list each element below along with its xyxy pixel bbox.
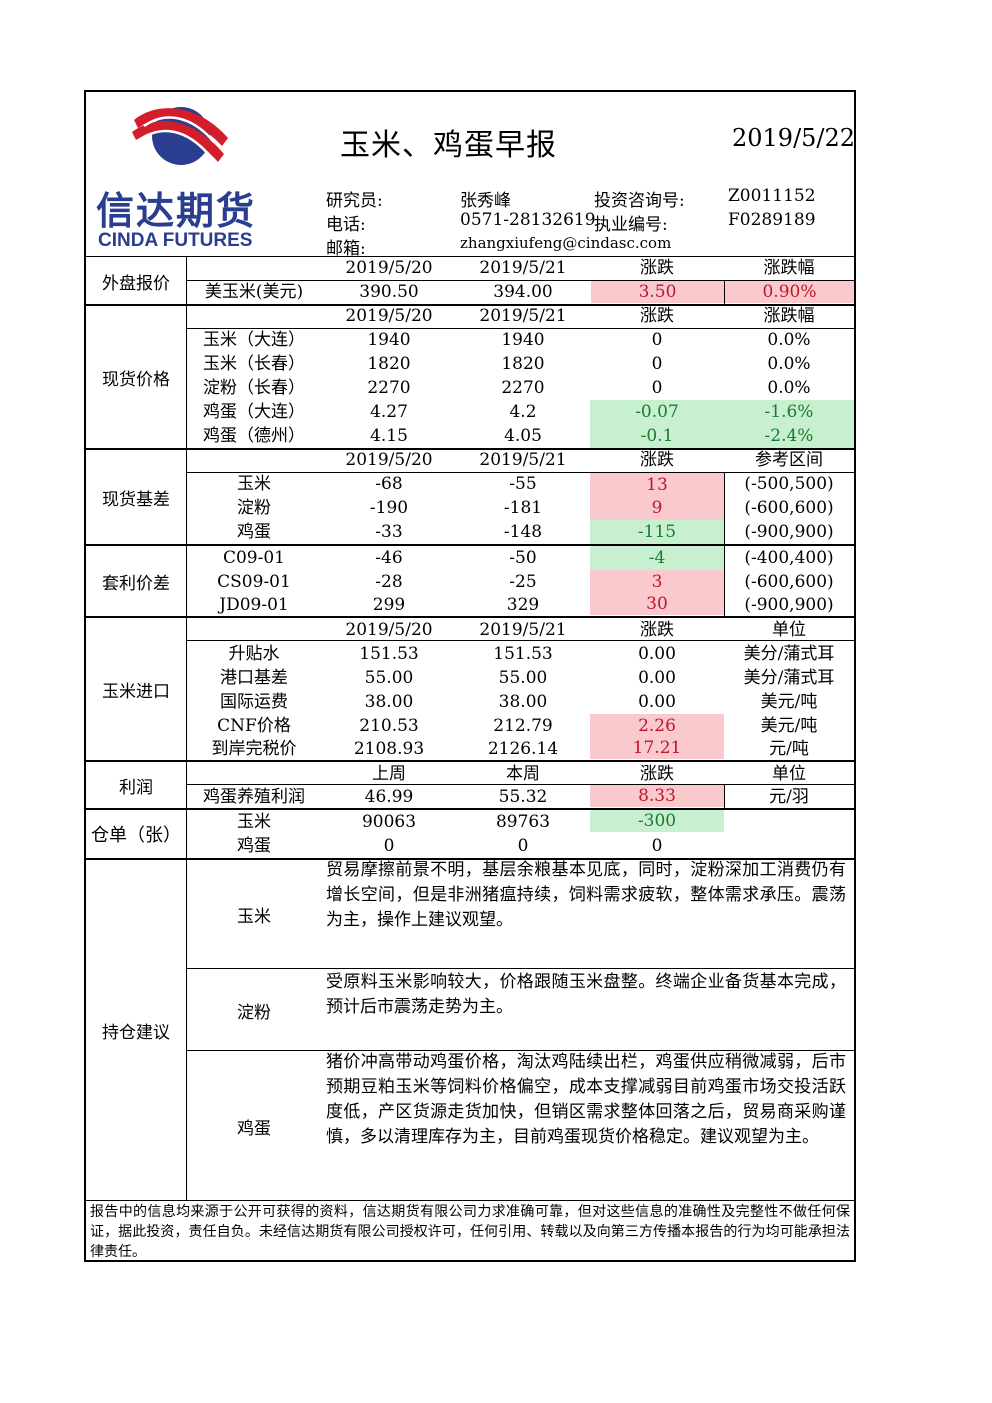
section-label-profit: 利润 bbox=[119, 777, 153, 798]
report-date: 2019/5/22 bbox=[732, 124, 856, 152]
report-title: 玉米、鸡蛋早报 bbox=[340, 128, 557, 163]
phone-number: 0571-28132619 bbox=[460, 210, 596, 230]
report-sheet: 信达期货 CINDA FUTURES 玉米、鸡蛋早报 2019/5/22 研究员… bbox=[84, 90, 856, 1262]
consult-number: Z0011152 bbox=[728, 186, 816, 206]
section-label-external: 外盘报价 bbox=[102, 273, 170, 294]
section-label-spot: 现货价格 bbox=[102, 369, 170, 390]
license-number: F0289189 bbox=[728, 210, 816, 230]
section-label-import: 玉米进口 bbox=[102, 681, 170, 702]
researcher-label: 研究员: bbox=[326, 191, 383, 211]
advice-name-corn: 玉米 bbox=[237, 906, 271, 927]
researcher-name: 张秀峰 bbox=[460, 191, 511, 211]
cinda-logo bbox=[126, 98, 236, 168]
section-label-basis: 现货基差 bbox=[102, 489, 170, 510]
logo-english-name: CINDA FUTURES bbox=[98, 230, 253, 251]
license-label: 执业编号: bbox=[594, 215, 668, 235]
advice-name-starch: 淀粉 bbox=[237, 1002, 271, 1023]
email-label: 邮箱: bbox=[326, 239, 366, 259]
phone-label: 电话: bbox=[326, 215, 366, 235]
section-label-advice: 持仓建议 bbox=[102, 1022, 170, 1043]
email-address: zhangxiufeng@cindasc.com bbox=[460, 234, 672, 252]
cinda-logo-icon bbox=[132, 107, 228, 165]
advice-text-egg: 猪价冲高带动鸡蛋价格，淘汰鸡陆续出栏，鸡蛋供应稍微减弱，后市预期豆粕玉米等饲料价… bbox=[326, 1052, 846, 1147]
section-label-spread: 套利价差 bbox=[102, 573, 170, 594]
disclaimer: 报告中的信息均来源于公开可获得的资料，信达期货有限公司力求准确可靠，但对这些信息… bbox=[90, 1204, 850, 1260]
advice-text-corn: 贸易摩擦前景不明，基层余粮基本见底，同时，淀粉深加工消费仍有增长空间，但是非洲猪… bbox=[326, 860, 846, 930]
advice-text-starch: 受原料玉米影响较大，价格跟随玉米盘整。终端企业备货基本完成，预计后市震荡走势为主… bbox=[326, 972, 846, 1017]
advice-name-egg: 鸡蛋 bbox=[237, 1118, 271, 1139]
consult-label: 投资咨询号: bbox=[594, 191, 685, 211]
section-label-warehouse: 仓单（张） bbox=[91, 825, 181, 846]
logo-chinese-name: 信达期货 bbox=[96, 189, 257, 233]
